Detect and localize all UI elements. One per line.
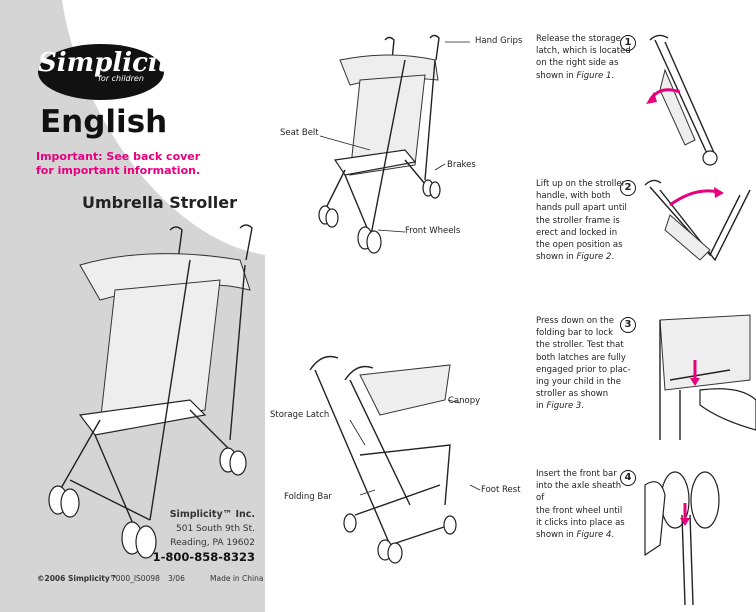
parts-diagram-rear: [309, 355, 481, 564]
figure-4-illustration: [644, 471, 720, 605]
main-stroller-illustration: [48, 224, 253, 559]
label-brakes: Brakes: [447, 160, 476, 170]
origin: Made in China: [210, 574, 264, 583]
step-number-3: 3: [620, 317, 636, 333]
step-number-1: 1: [620, 35, 636, 51]
document-code: 7000_IS0098: [111, 574, 160, 583]
figure-reference: Figure 3: [546, 401, 582, 412]
label-seat-belt: Seat Belt: [280, 128, 319, 138]
figure-2-illustration: [644, 179, 751, 262]
document-date: 3/06: [168, 574, 185, 583]
product-title: Umbrella Stroller: [82, 193, 237, 212]
label-front-wheels: Front Wheels: [405, 226, 461, 236]
important-notice: Important: See back cover for important …: [36, 150, 201, 177]
language-heading: English: [40, 104, 168, 140]
simplicity-logo: Simplicity for children: [38, 44, 185, 100]
figure-reference: Figure 4: [576, 530, 612, 541]
label-foot-rest: Foot Rest: [481, 485, 521, 495]
figure-1-illustration: [646, 34, 718, 166]
step-number-2: 2: [620, 180, 636, 196]
step-number-4: 4: [620, 470, 636, 486]
phone-number: 1-800-858-8323: [152, 550, 255, 564]
company-address: Simplicity™ Inc. 501 South 9th St. Readi…: [152, 509, 255, 564]
figure-reference: Figure 1: [576, 70, 612, 81]
label-storage-latch: Storage Latch: [270, 410, 330, 420]
label-folding-bar: Folding Bar: [284, 492, 332, 502]
figure-reference: Figure 2: [576, 252, 612, 263]
label-canopy: Canopy: [448, 396, 481, 406]
figure-3-illustration: [659, 314, 756, 440]
copyright: ©2006 Simplicity™: [37, 574, 118, 583]
parts-diagram-open: [318, 34, 470, 254]
label-hand-grips: Hand Grips: [475, 36, 523, 46]
